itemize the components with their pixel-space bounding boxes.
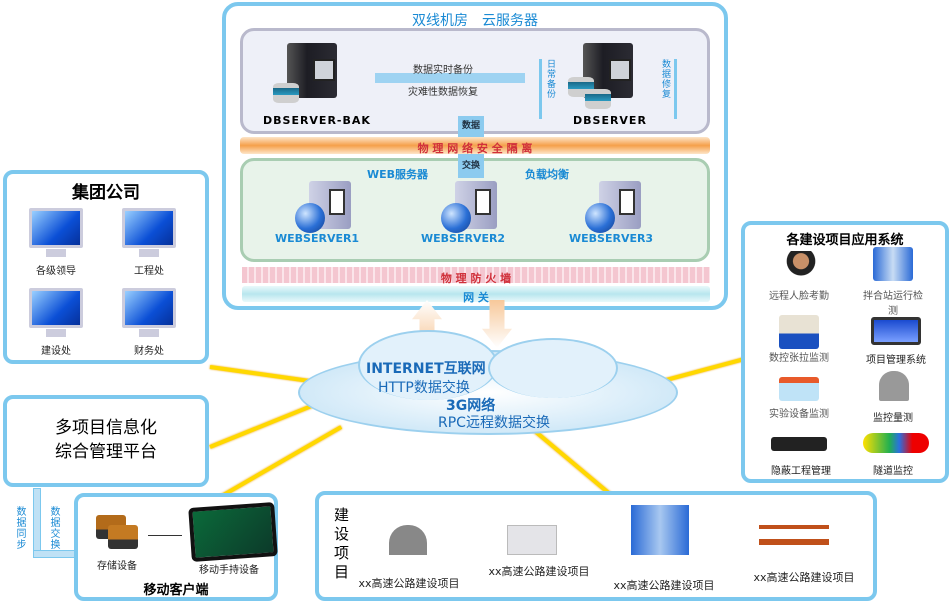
data-repair-label: 数据修复 (659, 59, 677, 119)
web-servers-label: WEB服务器 (367, 168, 429, 181)
storage-icon (108, 525, 138, 549)
mobile-title: 移动客户端 (143, 583, 209, 598)
internet-label: INTERNET互联网 (366, 361, 486, 377)
lab-equipment-icon (779, 377, 819, 401)
firewall-bar: 物 理 防 火 墙 (242, 267, 710, 285)
db-zone: DBSERVER-BAK 数据实时备份 灾难性数据恢复 日常备份 数据修复 DB… (240, 28, 710, 134)
group-item: 财务处 (134, 346, 164, 357)
gateway-label: 网 关 (463, 291, 489, 304)
mixing-plant-icon (873, 247, 913, 281)
project-item: xx高速公路建设项目 (358, 577, 460, 590)
tunnel-monitor-icon (863, 433, 929, 453)
face-attendance-icon (781, 251, 821, 285)
mobile-client-panel: 存储设备 移动手持设备 移动客户端 (74, 493, 278, 601)
bridge-block-icon (507, 525, 557, 555)
project-item: xx高速公路建设项目 (753, 571, 855, 584)
handheld-label: 移动手持设备 (199, 565, 259, 576)
daily-backup-label: 日常备份 (539, 59, 557, 119)
apps-panel: 各建设项目应用系统 远程人脸考勤 拌合站运行检测 数控张拉监测 项目管理系统 实… (741, 221, 949, 483)
db-backup-label: DBSERVER-BAK (263, 114, 371, 127)
internet-cloud: INTERNET互联网 HTTP数据交换 3G网络 RPC远程数据交换 (298, 330, 678, 445)
mixing-station-icon (631, 505, 689, 555)
group-title: 集团公司 (72, 183, 140, 203)
computer-icon (122, 288, 176, 337)
app-item: 监控量测 (873, 413, 913, 424)
group-item: 各级领导 (36, 266, 76, 277)
platform-title-line2: 综合管理平台 (55, 442, 157, 462)
transfer-arrow (148, 535, 182, 536)
sync-top-label: 数据实时备份 (413, 65, 473, 76)
projects-title: 建设项目 (332, 507, 350, 583)
database-icon (273, 83, 299, 103)
app-item: 数控张拉监测 (769, 353, 829, 364)
sync-bottom-label: 灾难性数据恢复 (408, 87, 478, 98)
3g-label: 3G网络 (446, 398, 496, 414)
database-icon (585, 89, 611, 109)
hidden-works-icon (771, 437, 827, 451)
load-balance-label: 负载均衡 (525, 168, 569, 181)
web-server-1-label: WEBSERVER1 (275, 232, 360, 245)
gateway-bar: 网 关 (242, 286, 710, 304)
datacenter-panel: 双线机房 云服务器 DBSERVER-BAK 数据实时备份 灾难性数据恢复 日常… (222, 2, 728, 310)
group-item: 建设处 (41, 346, 71, 357)
group-item: 工程处 (134, 266, 164, 277)
computer-icon (122, 208, 176, 257)
storage-label: 存储设备 (97, 561, 137, 572)
app-item: 拌合站运行检测 (863, 291, 923, 317)
apps-title: 各建设项目应用系统 (786, 233, 904, 248)
bridge-icon (759, 525, 829, 545)
tensioning-icon (779, 315, 819, 349)
http-label: HTTP数据交换 (378, 380, 470, 396)
exchange-top-label: 数据 (461, 121, 480, 131)
platform-title-line1: 多项目信息化 (55, 418, 157, 438)
db-main-label: DBSERVER (573, 114, 647, 127)
web-server-3-label: WEBSERVER3 (569, 232, 654, 245)
measurement-icon (879, 371, 909, 401)
tablet-icon (188, 502, 278, 562)
sync-arrow (375, 73, 525, 83)
group-company-panel: 集团公司 各级领导 工程处 建设处 财务处 (3, 170, 209, 364)
app-item: 实验设备监测 (769, 409, 829, 420)
project-item: xx高速公路建设项目 (488, 565, 590, 578)
platform-panel: 多项目信息化 综合管理平台 (3, 395, 209, 487)
sync-arrow (33, 550, 77, 558)
globe-icon (441, 203, 471, 233)
projects-panel: 建设项目 xx高速公路建设项目 xx高速公路建设项目 xx高速公路建设项目 xx… (315, 491, 877, 601)
computer-icon (29, 208, 83, 257)
globe-icon (585, 203, 615, 233)
cloud-shape (488, 338, 618, 398)
computer-icon (29, 288, 83, 337)
sync-arrow (33, 488, 41, 552)
app-item: 远程人脸考勤 (769, 291, 829, 302)
monitor-gear-icon (871, 317, 921, 345)
app-item: 项目管理系统 (866, 355, 926, 366)
globe-icon (295, 203, 325, 233)
rpc-label: RPC远程数据交换 (438, 415, 550, 431)
data-exchange-label: 数据交换 (48, 506, 59, 550)
isolation-bar: 物 理 网 络 安 全 隔 离 (240, 137, 710, 155)
isolation-label: 物 理 网 络 安 全 隔 离 (417, 142, 533, 155)
tunnel-icon (389, 525, 427, 555)
datacenter-title: 双线机房 云服务器 (412, 13, 538, 29)
data-sync-label: 数据同步 (14, 506, 25, 550)
firewall-label: 物 理 防 火 墙 (440, 272, 512, 285)
web-server-2-label: WEBSERVER2 (421, 232, 506, 245)
project-item: xx高速公路建设项目 (613, 579, 715, 592)
app-item: 隧道监控 (873, 466, 913, 477)
exchange-bottom-label: 交换 (461, 161, 480, 171)
app-item: 隐蔽工程管理 (771, 466, 831, 477)
